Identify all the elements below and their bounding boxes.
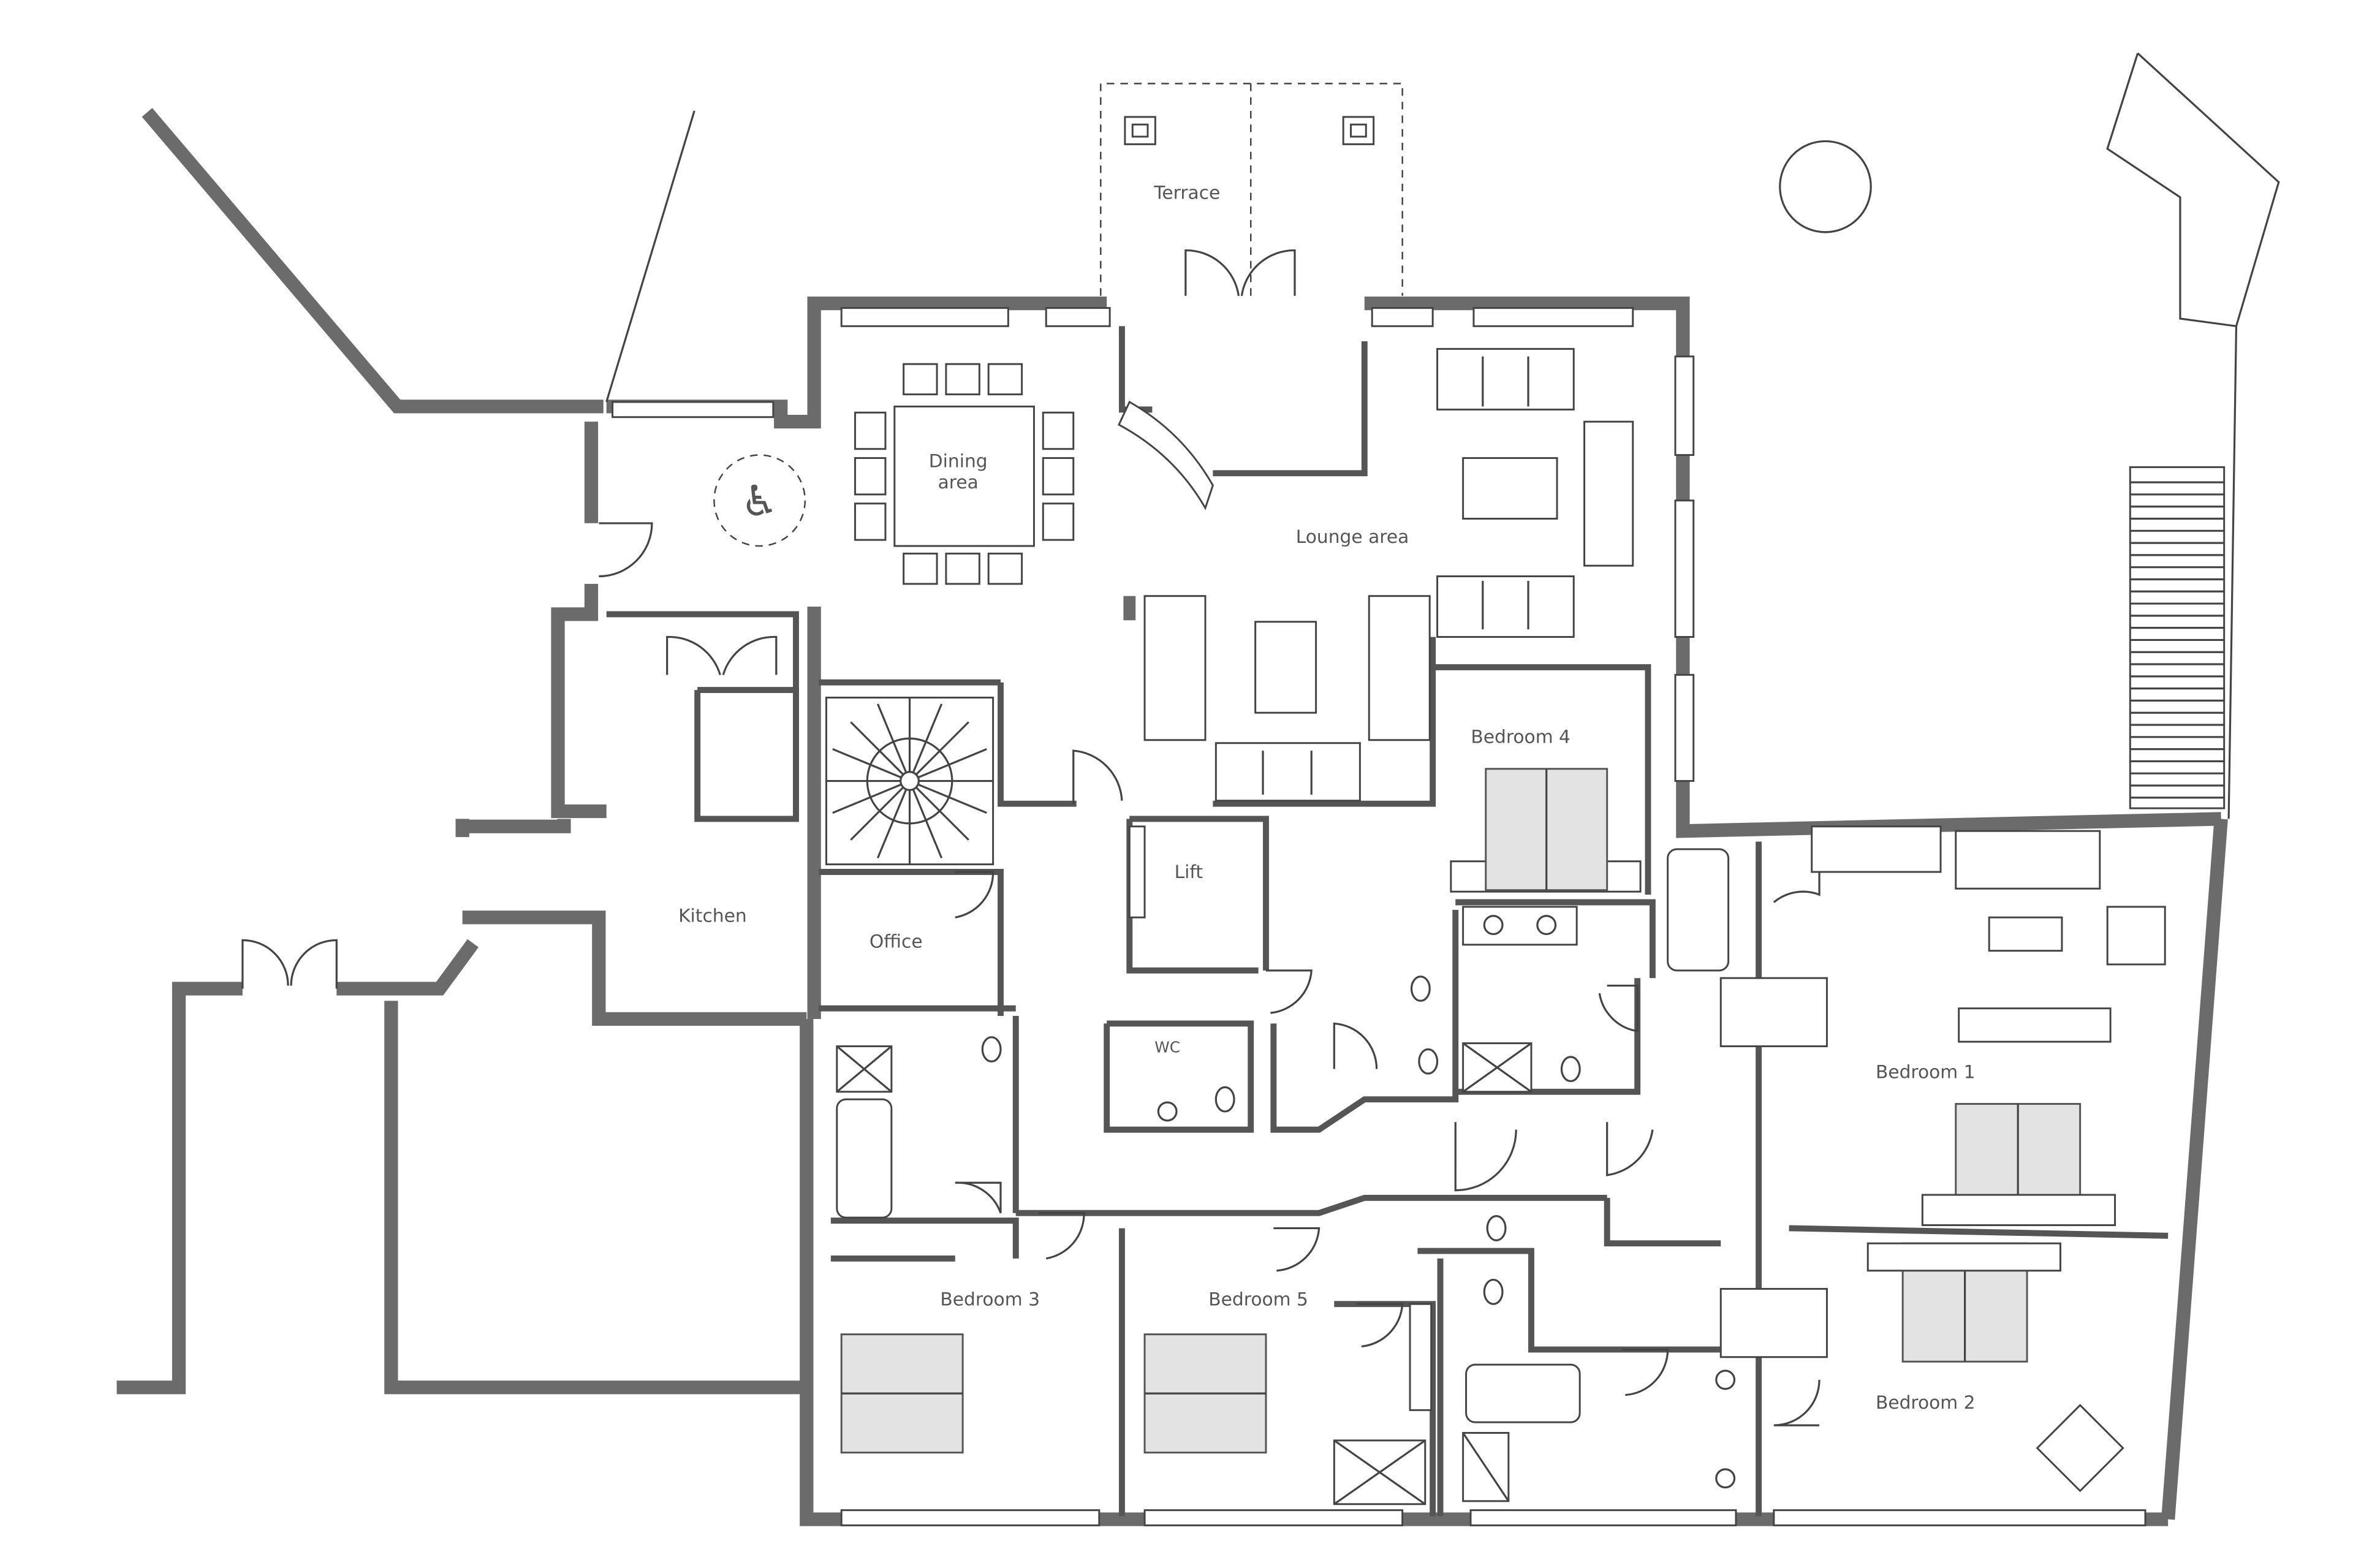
spiral-tread [832,748,902,779]
beds [840,768,2166,1493]
room-label-bedroom4: Bedroom 4 [1471,727,1571,748]
staircase-icon [2129,466,2226,809]
spiral-staircase-icon [825,696,995,866]
spiral-tread [850,721,904,776]
dining-chair [854,411,887,450]
spiral-tread [912,789,943,858]
exterior-features [241,52,2280,989]
room-label-bedroom2: Bedroom 2 [1876,1392,1976,1414]
dining-chair [1042,457,1075,496]
windows [612,307,2146,1526]
dining-chair [903,363,938,396]
room-label-bedroom1: Bedroom 1 [1876,1061,1976,1083]
spiral-tread [850,786,904,841]
room-label-wc: WC [1154,1038,1180,1056]
dining-chair [987,363,1023,396]
room-label-terrace: Terrace [1153,182,1220,203]
lounge-furniture [1123,347,1634,802]
spiral-tread [917,783,987,814]
doors [599,522,1821,1426]
room-label-lounge: Lounge area [1296,526,1409,548]
terrace-door-swing-icon [1184,249,1296,297]
spiral-tread [912,703,943,773]
stair-treads [2130,481,2224,799]
bathroom-fixtures [836,825,1736,1506]
spiral-tread [915,786,969,841]
dining-chair [1042,411,1075,450]
room-label-kitchen: Kitchen [678,906,747,927]
dining-chair [854,502,887,541]
dining-chair [945,363,980,396]
room-label-bedroom3: Bedroom 3 [940,1289,1040,1311]
terrace: Terrace [1100,83,1403,297]
room-label-bedroom5: Bedroom 5 [1208,1289,1308,1311]
dining-chair [903,552,938,585]
spiral-tread [876,703,907,773]
door-swing-icon [599,522,653,578]
room-label-dining-1: Dining [929,450,988,472]
spiral-tread [876,789,907,858]
dining-chair [854,457,887,496]
svg-text:♿: ♿ [741,477,779,526]
room-label-dining-2: area [938,472,979,493]
dining-chair [945,552,980,585]
room-label-office: Office [870,931,923,953]
wheelchair-accessible-icon: ♿ [713,454,806,547]
room-labels: Dining area Lounge area Bedroom 4 Lift K… [678,450,1975,1413]
dining-chair [987,552,1023,585]
exterior-walls [116,108,2228,1526]
spiral-tread [832,783,902,814]
room-label-lift: Lift [1175,862,1203,883]
spiral-tread [917,748,987,779]
dining-chair [1042,502,1075,541]
spiral-tread [915,721,969,776]
dining-furniture [854,363,1075,585]
